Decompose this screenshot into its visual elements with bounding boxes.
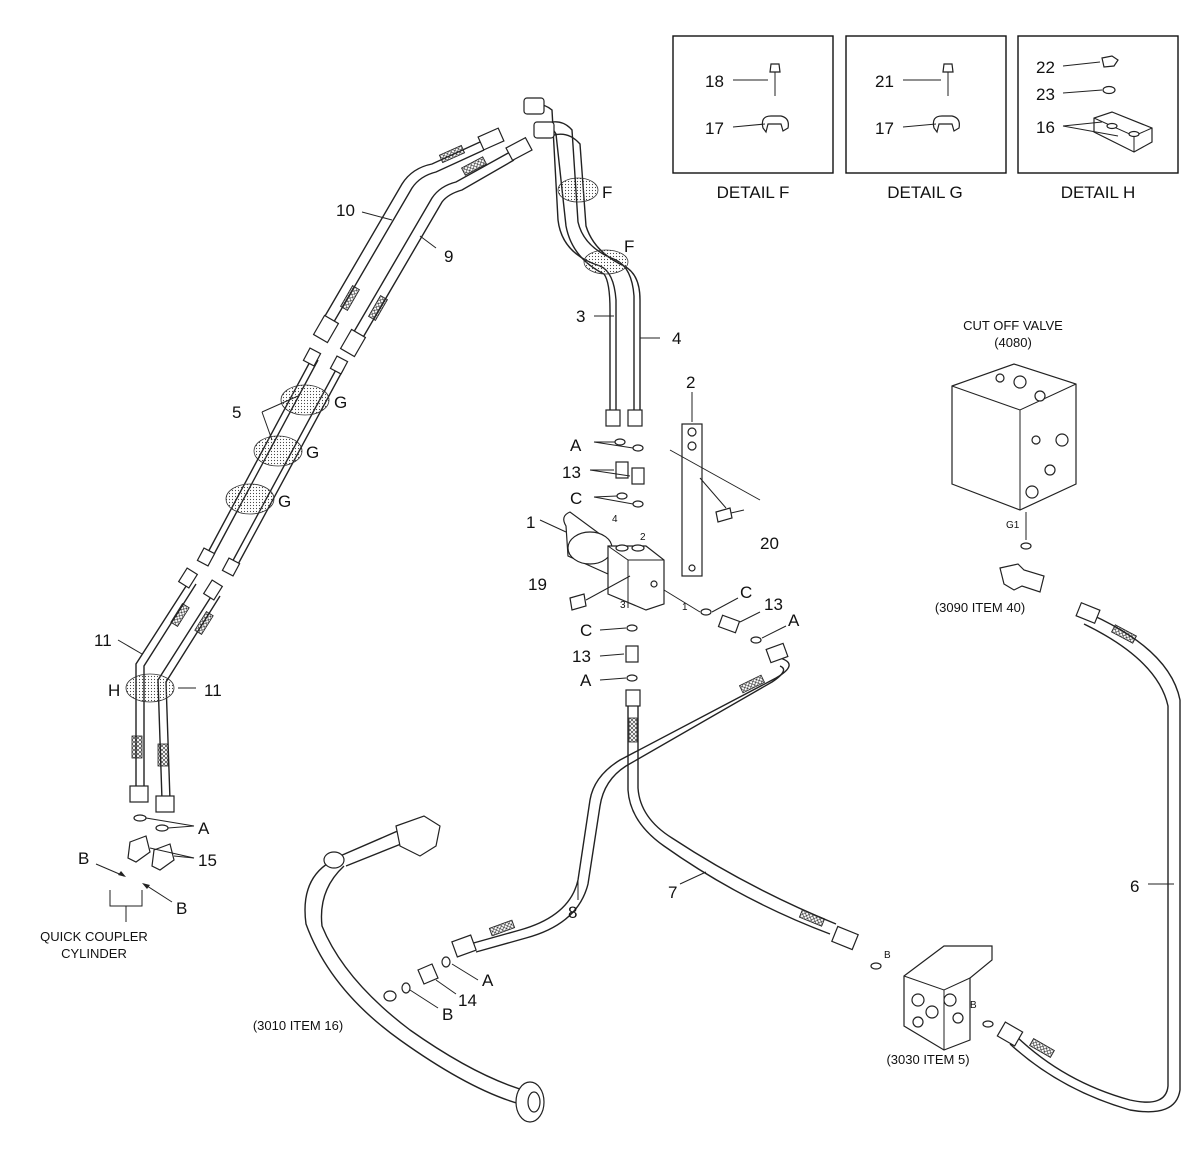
callout-5: 5 xyxy=(232,403,241,422)
callout-b-bottom: B xyxy=(442,1005,453,1024)
callout-c-right: C xyxy=(740,583,752,602)
callout-f-1: F xyxy=(602,183,612,202)
callout-7: 7 xyxy=(668,883,677,902)
callout-11-right: 11 xyxy=(204,681,222,700)
clamp-spot-f-lower xyxy=(583,249,629,275)
detail-f-callout-17: 17 xyxy=(705,119,724,138)
manifold-3030: B B xyxy=(870,945,994,1051)
callout-g-3: G xyxy=(278,492,291,511)
detail-f-title: DETAIL F xyxy=(717,183,790,202)
tee-fitting-3090 xyxy=(999,563,1045,593)
quick-coupler-label-2: CYLINDER xyxy=(61,946,127,961)
callout-13-lower: 13 xyxy=(572,647,591,666)
detail-f-box: 18 17 DETAIL F xyxy=(672,35,834,202)
detail-g-callout-17: 17 xyxy=(875,119,894,138)
callout-c-upper: C xyxy=(570,489,582,508)
quick-coupler-ports xyxy=(95,863,173,922)
callout-b-left-2: B xyxy=(176,899,187,918)
tube-3010 xyxy=(304,815,545,1123)
callout-2: 2 xyxy=(686,373,695,392)
port-label-b-manifold-1: B xyxy=(884,950,891,961)
hose-10 xyxy=(312,127,505,344)
cutoff-valve-block-1: 4 2 3 1 xyxy=(563,511,688,613)
ref-3030-item-5: (3030 ITEM 5) xyxy=(886,1052,969,1067)
callout-19: 19 xyxy=(528,575,547,594)
callout-leaders xyxy=(117,211,707,900)
callout-g-2: G xyxy=(306,443,319,462)
port-label-2: 2 xyxy=(640,532,646,543)
port-label-1: 1 xyxy=(682,602,688,613)
clamp-spot-h xyxy=(125,673,175,703)
callout-8: 8 xyxy=(568,903,577,922)
cut-off-valve-ref: (4080) xyxy=(994,335,1032,350)
callout-a-left: A xyxy=(198,819,210,838)
callout-14: 14 xyxy=(458,991,477,1010)
callout-1: 1 xyxy=(526,513,535,532)
callout-f-2: F xyxy=(624,237,634,256)
tube-4 xyxy=(533,121,643,427)
detail-h-callout-22: 22 xyxy=(1036,58,1055,77)
fitting-14 xyxy=(401,956,479,1009)
callout-a-right: A xyxy=(788,611,800,630)
callout-20: 20 xyxy=(760,534,779,553)
clamp-spot-f-upper xyxy=(557,177,599,203)
port-label-b-manifold-2: B xyxy=(970,1000,977,1011)
callout-h: H xyxy=(108,681,120,700)
component-references: CUT OFF VALVE (4080) G1 (3090 ITEM 40) (… xyxy=(40,318,1063,1067)
detail-g-box: 21 17 DETAIL G xyxy=(845,35,1007,202)
bolt-20 xyxy=(669,449,761,523)
callout-13-upper: 13 xyxy=(562,463,581,482)
g1-port-label: G1 xyxy=(1006,520,1020,531)
bracket-2 xyxy=(681,423,703,577)
callout-6: 6 xyxy=(1130,877,1139,896)
port-label-3: 3 xyxy=(620,600,626,611)
ref-3010-item-16: (3010 ITEM 16) xyxy=(253,1018,343,1033)
fittings-upper-13 xyxy=(589,438,645,508)
hose-8 xyxy=(451,642,790,958)
fittings-15 xyxy=(127,814,195,871)
callout-c-lower: C xyxy=(580,621,592,640)
callout-9: 9 xyxy=(444,247,453,266)
clamp-spot-g-1 xyxy=(280,384,330,416)
detail-g-callout-21: 21 xyxy=(875,72,894,91)
detail-h-box: 22 23 16 DETAIL H xyxy=(1017,35,1179,202)
cut-off-valve-label: CUT OFF VALVE xyxy=(963,318,1063,333)
fittings-right-13 xyxy=(663,589,787,644)
callout-3: 3 xyxy=(576,307,585,326)
clamp-spot-g-2 xyxy=(253,435,303,467)
callout-11-left: 11 xyxy=(94,631,112,650)
hose-9 xyxy=(339,136,533,358)
detail-f-callout-18: 18 xyxy=(705,72,724,91)
callout-13-right: 13 xyxy=(764,595,783,614)
callout-g-1: G xyxy=(334,393,347,412)
quick-coupler-label-1: QUICK COUPLER xyxy=(40,929,148,944)
cut-off-valve-4080 xyxy=(951,363,1077,550)
callout-15: 15 xyxy=(198,851,217,870)
detail-g-title: DETAIL G xyxy=(887,183,963,202)
hose-6 xyxy=(996,601,1181,1113)
ref-3090-item-40: (3090 ITEM 40) xyxy=(935,600,1025,615)
callout-10: 10 xyxy=(336,201,355,220)
callout-labels: 10 9 3 4 2 5 F F G G G H 11 11 A 13 C 1 … xyxy=(78,183,1139,1024)
bolt-19 xyxy=(569,575,631,611)
port-label-4: 4 xyxy=(612,514,618,525)
callout-4: 4 xyxy=(672,329,681,348)
callout-a-lower: A xyxy=(580,671,592,690)
clamp-spot-g-3 xyxy=(225,483,275,515)
detail-h-callout-23: 23 xyxy=(1036,85,1055,104)
detail-h-title: DETAIL H xyxy=(1061,183,1136,202)
callout-a-bottom: A xyxy=(482,971,494,990)
callout-a-upper: A xyxy=(570,436,582,455)
hose-7 xyxy=(625,689,859,951)
fittings-lower-13 xyxy=(599,624,639,682)
callout-b-left-1: B xyxy=(78,849,89,868)
detail-h-callout-16: 16 xyxy=(1036,118,1055,137)
